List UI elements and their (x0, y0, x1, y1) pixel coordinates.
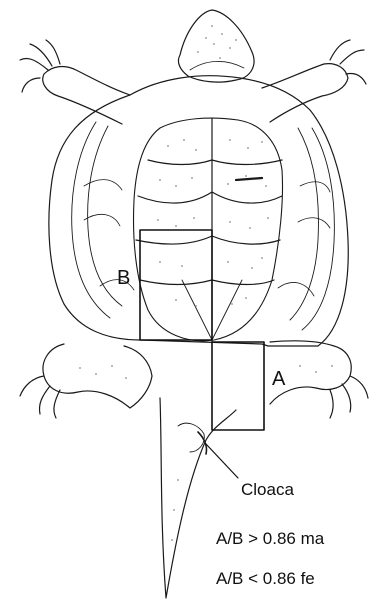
cloaca-pointer (206, 444, 238, 478)
cloaca-label: Cloaca (241, 481, 294, 498)
box-a-label: A (272, 369, 285, 389)
tail (160, 398, 236, 598)
measurement-box-a (212, 342, 264, 430)
cloaca-mark (198, 432, 207, 454)
right-fore-limb (262, 64, 348, 122)
ratio-male-text: A/B > 0.86 ma (216, 530, 324, 547)
box-b-label: B (117, 268, 130, 288)
ratio-female-text: A/B < 0.86 fe (216, 570, 315, 587)
turtle-head (178, 10, 254, 82)
shell-outline (49, 76, 348, 346)
left-hind-limb (43, 344, 152, 408)
left-fore-limb (43, 67, 130, 124)
